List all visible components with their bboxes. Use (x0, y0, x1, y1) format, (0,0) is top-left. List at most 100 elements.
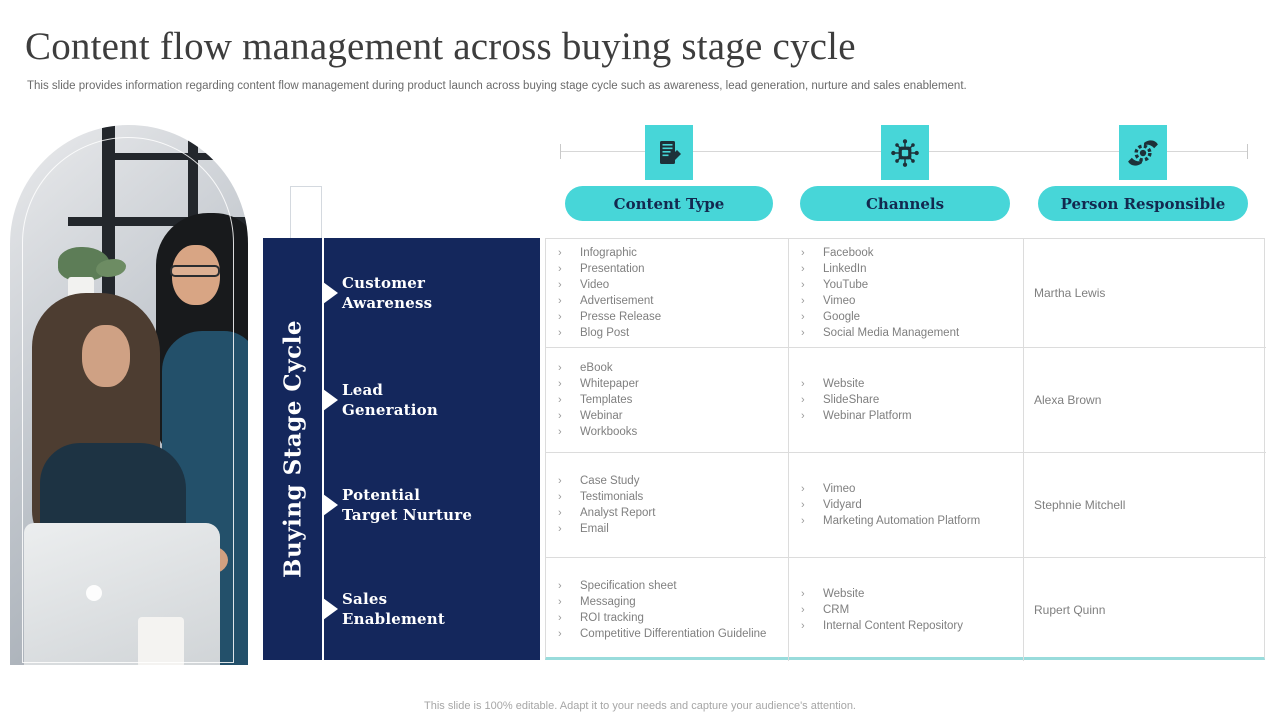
slide-footer-note: This slide is 100% editable. Adapt it to… (424, 700, 856, 712)
network-hub-icon (891, 138, 919, 167)
arrow-right-icon (323, 597, 338, 620)
chevron-bullet: › (558, 426, 562, 438)
glasses-decoration (170, 265, 220, 277)
chevron-bullet: › (801, 311, 805, 323)
list-item-text: Vidyard (823, 499, 862, 511)
list-item-text: Presentation (580, 263, 645, 275)
list-item: › SlideShare (801, 392, 1017, 408)
list-item: ›eBook (558, 360, 782, 376)
stage-customer-awareness[interactable]: Customer Awareness (263, 238, 540, 347)
list-item-text: Templates (580, 394, 633, 406)
list-item: ›Testimonials (558, 489, 782, 505)
list-item-text: eBook (580, 362, 613, 374)
list-item-text: CRM (823, 603, 850, 616)
person-decoration (82, 325, 130, 387)
chevron-bullet: › (801, 483, 805, 495)
chevron-bullet: › (558, 263, 562, 275)
list-item-text: Analyst Report (580, 507, 656, 519)
chevron-bullet: › (801, 587, 805, 600)
list-item: › Infographic (558, 245, 782, 261)
list-item: › Social Media Management (801, 325, 1017, 341)
column-header-content-type[interactable]: Content Type (565, 186, 773, 221)
list-item: ›Facebook (801, 245, 1017, 261)
list-item-text: Social Media Management (823, 327, 960, 339)
cell-content-type-row2: ›eBook ›Whitepaper ›Templates ›Webinar ›… (546, 348, 789, 453)
arch-outline-decoration (22, 137, 234, 663)
list-item-text: Webinar Platform (823, 410, 912, 422)
chevron-bullet: › (558, 595, 562, 608)
chevron-bullet: › (801, 394, 805, 406)
list-item-text: SlideShare (823, 394, 880, 406)
stage-label: Sales Enablement (342, 589, 445, 629)
stage-potential-target-nurture[interactable]: Potential Target Nurture (263, 452, 540, 557)
list-item: ›YouTube (801, 277, 1017, 293)
content-table: › Infographic › Presentation › Video › Adver… (545, 238, 1266, 661)
list-item-text: Case Study (580, 475, 640, 487)
cell-content-type-row4: ›Specification sheet ›Messaging ›ROI tra… (546, 558, 789, 661)
chevron-bullet: › (801, 327, 805, 339)
timeline-tick (1247, 144, 1248, 159)
list-item-text: Advertisement (580, 295, 654, 307)
stage-label-line: Customer (342, 273, 426, 292)
list-item: › Workbooks (558, 424, 782, 440)
list-item: › CRM (801, 602, 1017, 618)
list-item-text: Website (823, 378, 865, 390)
list-item-text: Whitepaper (580, 378, 639, 390)
chevron-bullet: › (558, 579, 562, 592)
chevron-bullet: › (558, 279, 562, 291)
stage-label-line: Awareness (342, 293, 433, 312)
list-item-text: LinkedIn (823, 263, 867, 275)
list-item: ›Email (558, 521, 782, 537)
list-item-text: Vimeo (823, 295, 856, 307)
stage-label: Potential Target Nurture (342, 485, 472, 525)
list-item: ›Analyst Report (558, 505, 782, 521)
list-item: › Vidyard (801, 497, 1017, 513)
chevron-bullet: › (558, 394, 562, 406)
chevron-bullet: › (558, 378, 562, 390)
list-item-text: Internal Content Repository (823, 619, 963, 632)
list-item: ›Blog Post (558, 325, 782, 341)
column-header-person-responsible[interactable]: Person Responsible (1038, 186, 1248, 221)
list-item: ›Webinar Platform (801, 408, 1017, 424)
chevron-bullet: › (558, 247, 562, 259)
cell-content-type-row3: › Case Study ›Testimonials ›Analyst Repor… (546, 453, 789, 558)
list-item-text: YouTube (823, 279, 869, 291)
list-item: ›Website (801, 586, 1017, 602)
stage-label-line: Enablement (342, 609, 446, 628)
list-item-text: Video (580, 279, 610, 291)
chevron-bullet: › (801, 603, 805, 616)
list-item-text: Workbooks (580, 426, 638, 438)
list-item-text: Presse Release (580, 311, 662, 323)
list-item: ›Webinar (558, 408, 782, 424)
list-item: › Website (801, 376, 1017, 392)
column-header-channels[interactable]: Channels (800, 186, 1010, 221)
list-item-text: Messaging (580, 595, 636, 608)
chevron-bullet: › (558, 311, 562, 323)
hands-gear-icon (1128, 139, 1158, 166)
list-item-text: ROI tracking (580, 611, 644, 624)
chevron-bullet: › (558, 295, 562, 307)
channels-icon-box (881, 125, 929, 180)
list-item-text: Blog Post (580, 327, 630, 339)
arrow-right-icon (323, 493, 338, 516)
cell-channels-row1: ›Facebook ›LinkedIn ›YouTube ›Vimeo ›Goo… (789, 239, 1024, 348)
person-responsible-icon-box (1119, 125, 1167, 180)
stage-label-line: Potential (342, 485, 421, 504)
list-item-text: Infographic (580, 247, 637, 259)
stage-sales-enablement[interactable]: Sales Enablement (263, 557, 540, 660)
chevron-bullet: › (801, 499, 805, 511)
list-item: ›ROI tracking (558, 610, 782, 626)
chevron-bullet: › (558, 523, 562, 535)
chevron-bullet: › (801, 295, 805, 307)
stage-label-line: Generation (342, 400, 438, 419)
stage-lead-generation[interactable]: Lead Generation (263, 347, 540, 452)
cell-channels-row4: ›Website › CRM › Internal Content Reposito… (789, 558, 1024, 661)
list-item: › Video (558, 277, 782, 293)
chevron-bullet: › (801, 378, 805, 390)
chevron-bullet: › (558, 410, 562, 422)
cell-person-row1: Martha Lewis (1024, 239, 1266, 348)
list-item-text: Competitive Differentiation Guideline (580, 627, 767, 640)
list-item: › Vimeo (801, 293, 1017, 309)
list-item-text: Facebook (823, 247, 874, 259)
